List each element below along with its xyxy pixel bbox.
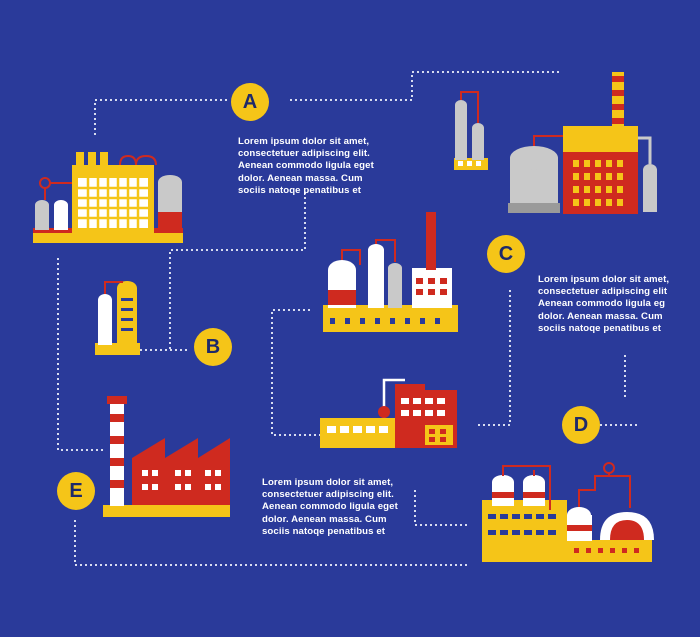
chemical-plant-icon-center (323, 212, 458, 332)
warehouse-icon-center (320, 378, 457, 448)
refinery-icon-bottom-right (482, 462, 654, 562)
step-b-badge: B (194, 328, 232, 366)
factory-building-icon-top-right (454, 72, 657, 214)
storage-tank-icon-small (95, 281, 140, 355)
step-c-description: Lorem ipsum dolor sit amet, consectetuer… (538, 274, 670, 334)
step-d-badge: D (562, 406, 600, 444)
step-c-badge: C (487, 235, 525, 273)
step-e-badge: E (57, 472, 95, 510)
step-a-description: Lorem ipsum dolor sit amet, consectetuer… (238, 136, 374, 196)
step-a-badge: A (231, 83, 269, 121)
factory-building-icon-left (33, 152, 183, 243)
sawtooth-factory-icon (103, 396, 230, 517)
connector-lines (57, 71, 640, 566)
step-e-description: Lorem ipsum dolor sit amet, consectetuer… (262, 477, 398, 537)
